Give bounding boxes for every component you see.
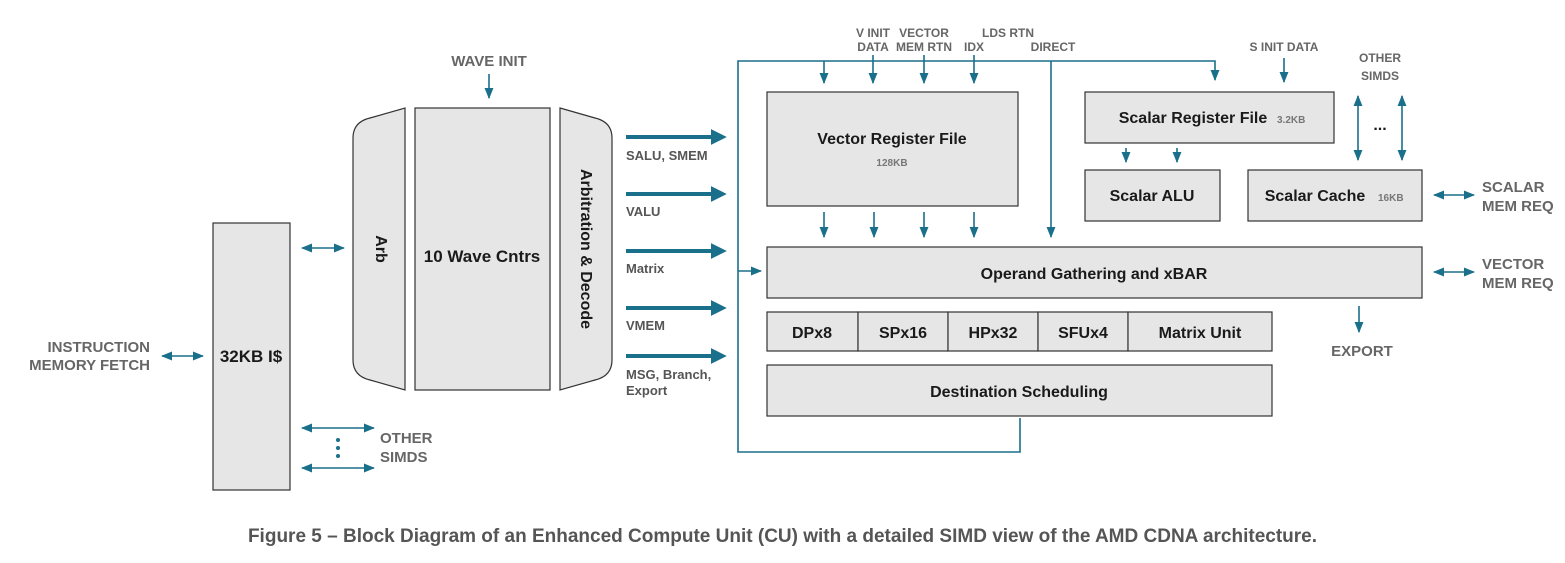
label-vector-mem-1: VECTOR — [1482, 256, 1544, 273]
unit-sfux4 — [1037, 311, 1129, 352]
vrf-label: Vector Register File — [817, 131, 966, 148]
signal-matrix: Matrix — [626, 261, 665, 276]
label-vec-mem-rtn-2: MEM RTN — [896, 40, 952, 54]
wave-cntrs-block — [414, 107, 551, 391]
operand-block — [766, 246, 1423, 299]
figure-caption: Figure 5 – Block Diagram of an Enhanced … — [247, 526, 1318, 547]
srf-size: 3.2KB — [1277, 115, 1305, 126]
arb-decode-label: Arbitration & Decode — [577, 169, 594, 329]
dot — [336, 446, 340, 450]
scache-label: Scalar Cache — [1265, 188, 1366, 205]
label-scalar-mem-2: MEM REQ — [1482, 198, 1554, 215]
signal-vmem: VMEM — [626, 318, 665, 333]
signal-export: Export — [626, 383, 668, 398]
arb-decode-block — [559, 107, 613, 391]
vrf-block — [766, 91, 1019, 207]
dot — [336, 438, 340, 442]
signal-salu: SALU, SMEM — [626, 148, 708, 163]
unit-matrix-label: Matrix Unit — [1159, 325, 1242, 342]
cu-block-diagram: INSTRUCTION MEMORY FETCH 32KB I$ OTHER S… — [29, 26, 1554, 491]
label-v-init-1: V INIT — [856, 26, 891, 40]
unit-spx16 — [857, 311, 949, 352]
unit-sfux4-label: SFUx4 — [1058, 325, 1108, 342]
arb-label: Arb — [372, 235, 389, 263]
label-v-init-2: DATA — [857, 40, 889, 54]
dest-sched-block — [766, 364, 1273, 417]
loop-line — [737, 60, 1220, 453]
vrf-size: 128KB — [876, 158, 907, 169]
label-vec-mem-rtn-1: VECTOR — [899, 26, 949, 40]
scache-size: 16KB — [1378, 193, 1404, 204]
srf-block — [1084, 91, 1335, 144]
wave-cntrs-label: 10 Wave Cntrs — [424, 247, 541, 266]
unit-hpx32 — [947, 311, 1039, 352]
signal-valu: VALU — [626, 204, 660, 219]
operand-label: Operand Gathering and xBAR — [981, 266, 1208, 283]
label-other-simds-left-2: SIMDS — [380, 449, 428, 466]
label-other-simds-right-2: SIMDS — [1361, 69, 1399, 83]
scache-block — [1247, 169, 1423, 222]
arb-block — [352, 107, 406, 391]
icache-label: 32KB I$ — [220, 347, 283, 366]
label-wave-init: WAVE INIT — [451, 53, 527, 70]
dest-sched-label: Destination Scheduling — [930, 384, 1108, 401]
signal-msg: MSG, Branch, — [626, 367, 711, 382]
unit-spx16-label: SPx16 — [879, 325, 927, 342]
unit-hpx32-label: HPx32 — [969, 325, 1018, 342]
unit-matrix — [1127, 311, 1273, 352]
unit-dpx8 — [766, 311, 859, 352]
label-lds-rtn: LDS RTN — [982, 26, 1034, 40]
unit-dpx8-label: DPx8 — [792, 325, 832, 342]
label-vector-mem-2: MEM REQ — [1482, 275, 1554, 292]
label-export: EXPORT — [1331, 343, 1393, 360]
label-s-init: S INIT DATA — [1250, 40, 1319, 54]
label-other-simds-left-1: OTHER — [380, 430, 433, 447]
label-direct: DIRECT — [1031, 40, 1076, 54]
label-scalar-mem-1: SCALAR — [1482, 179, 1545, 196]
label-ellipsis: ... — [1373, 117, 1386, 134]
salu-block — [1084, 169, 1221, 222]
icache-block — [212, 222, 291, 491]
label-instr-fetch-2: MEMORY FETCH — [29, 357, 150, 374]
srf-label: Scalar Register File — [1119, 110, 1268, 127]
salu-label: Scalar ALU — [1110, 188, 1195, 205]
dot — [336, 454, 340, 458]
label-instr-fetch-1: INSTRUCTION — [48, 339, 151, 356]
label-other-simds-right-1: OTHER — [1359, 51, 1401, 65]
label-idx: IDX — [964, 40, 984, 54]
